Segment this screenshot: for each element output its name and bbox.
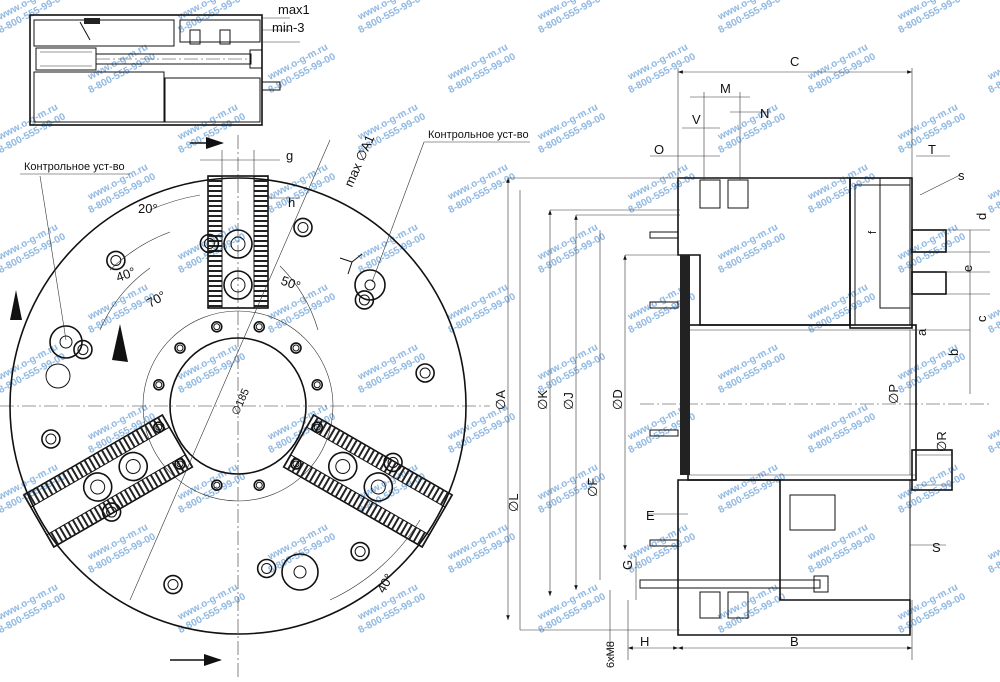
top-section-view: max1 min-3 (29, 2, 310, 126)
label-a: a (914, 328, 929, 336)
label-G: G (620, 560, 635, 570)
label-D: ∅D (610, 389, 625, 410)
bolt-holes (41, 217, 435, 595)
label-M: M (720, 81, 731, 96)
svg-text:www.o-g-m.ru: www.o-g-m.ru (985, 42, 1000, 83)
label-e: e (960, 265, 975, 272)
label-h: h (288, 195, 295, 210)
svg-text:www.o-g-m.ru: www.o-g-m.ru (985, 162, 1000, 203)
jaw-top (207, 175, 269, 309)
label-ang50: 50° (279, 273, 303, 294)
label-P: ∅P (886, 384, 901, 404)
label-A: ∅A (493, 390, 508, 410)
label-R: ∅R (934, 431, 949, 452)
label-T: T (928, 142, 936, 157)
label-f: f (867, 230, 879, 234)
svg-text:www.o-g-m.ru: www.o-g-m.ru (985, 522, 1000, 563)
label-ang20: 20° (138, 201, 158, 216)
label-min3: min-3 (272, 20, 305, 35)
label-ang40: 40° (114, 264, 138, 285)
label-F: ∅F (585, 478, 600, 497)
label-g: g (286, 148, 293, 163)
label-ang40b: 40° (374, 571, 397, 596)
front-view: g h max ∅A1 ∅185 20° 40° 70° 50° 40° Кон… (0, 129, 530, 677)
label-d: d (974, 213, 989, 220)
side-section-view: ∅A ∅K ∅J ∅D ∅L ∅F ∅P ∅R C M N V O T s d … (493, 54, 990, 668)
label-d185: ∅185 (230, 387, 252, 417)
label-control-left: Контрольное уст-во (24, 161, 125, 173)
label-V: V (692, 112, 701, 127)
label-H: H (640, 634, 649, 649)
label-L: ∅L (506, 493, 521, 512)
label-J: ∅J (561, 392, 576, 410)
label-control-right: Контрольное уст-во (428, 129, 529, 141)
label-c: c (974, 315, 989, 322)
label-maxA1: max ∅A1 (341, 133, 377, 190)
label-E: E (646, 508, 655, 523)
label-B: B (790, 634, 799, 649)
svg-text:www.o-g-m.ru: www.o-g-m.ru (985, 402, 1000, 443)
label-O: O (654, 142, 664, 157)
jaw-left (22, 413, 194, 549)
label-max1: max1 (278, 2, 310, 17)
label-b: b (946, 349, 961, 356)
label-C: C (790, 54, 799, 69)
label-K: ∅K (535, 390, 550, 410)
label-N: N (760, 106, 769, 121)
label-S: S (932, 540, 941, 555)
label-M8: 6xM8 (605, 641, 617, 668)
label-s: s (958, 168, 965, 183)
jaw-right (282, 413, 454, 549)
